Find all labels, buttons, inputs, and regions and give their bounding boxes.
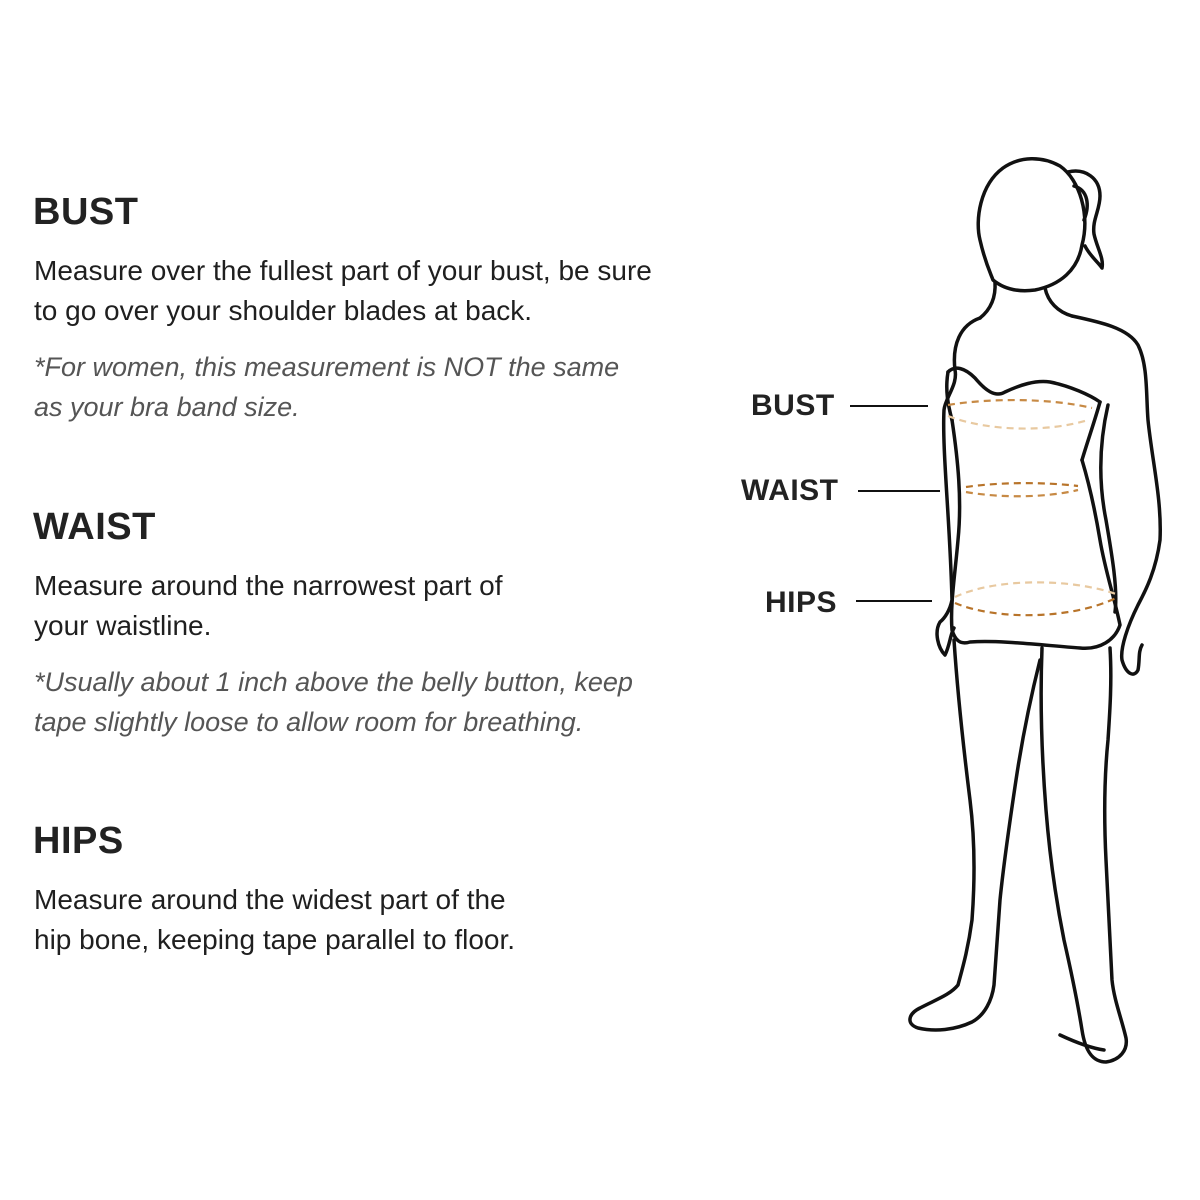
bust-description-line-2: to go over your shoulder blades at back. <box>34 295 533 326</box>
right-arm-outline <box>1070 314 1163 676</box>
ponytail-outline <box>1066 169 1105 270</box>
waist-heading: WAIST <box>33 506 156 548</box>
dress-outline <box>949 418 1122 650</box>
figure-label-bust: BUST <box>751 389 835 422</box>
hips-tape-front <box>954 581 1117 598</box>
hips-tape-back <box>954 597 1117 617</box>
left-arm-outline <box>935 316 982 657</box>
waist-section: WAIST Measure around the narrowest part … <box>33 508 723 742</box>
figure-label-waist: WAIST <box>741 474 839 507</box>
bodice-outline <box>946 366 1102 404</box>
bust-description-line-1: Measure over the fullest part of your bu… <box>34 255 652 286</box>
bust-note: *For women, this measurement is NOT the … <box>34 347 753 427</box>
waist-description: Measure around the narrowest part of you… <box>34 566 723 646</box>
waist-tape-front <box>965 482 1079 489</box>
measurement-tapes <box>947 398 1117 617</box>
bust-heading: BUST <box>33 191 139 233</box>
hips-heading: HIPS <box>33 820 124 862</box>
bust-description: Measure over the fullest part of your bu… <box>34 251 753 331</box>
bust-note-line-2: as your bra band size. <box>34 392 300 422</box>
bust-note-line-1: *For women, this measurement is NOT the … <box>34 352 620 382</box>
bust-section: BUST Measure over the fullest part of yo… <box>33 193 753 427</box>
waist-note-line-1: *Usually about 1 inch above the belly bu… <box>34 667 633 697</box>
waist-description-line-2: your waistline. <box>34 610 212 641</box>
hips-description: Measure around the widest part of the hi… <box>34 880 633 960</box>
right-leg-outline <box>1039 646 1129 1064</box>
waist-tape-back <box>965 488 1079 498</box>
hips-description-line-2: hip bone, keeping tape parallel to floor… <box>34 924 516 955</box>
hips-section: HIPS Measure around the widest part of t… <box>33 822 633 960</box>
waist-description-line-1: Measure around the narrowest part of <box>34 570 503 601</box>
label-leader-lines <box>850 405 940 602</box>
left-leg-outline <box>908 638 1042 1032</box>
head-outline <box>976 157 1087 293</box>
hips-description-line-1: Measure around the widest part of the <box>34 884 506 915</box>
bust-tape-front <box>947 398 1093 410</box>
figure-label-hips: HIPS <box>765 586 838 619</box>
body-outline <box>908 157 1163 1064</box>
waist-note: *Usually about 1 inch above the belly bu… <box>34 662 723 742</box>
bust-tape-back <box>947 414 1089 430</box>
neck-outline <box>978 280 997 320</box>
waist-note-line-2: tape slightly loose to allow room for br… <box>34 707 584 737</box>
